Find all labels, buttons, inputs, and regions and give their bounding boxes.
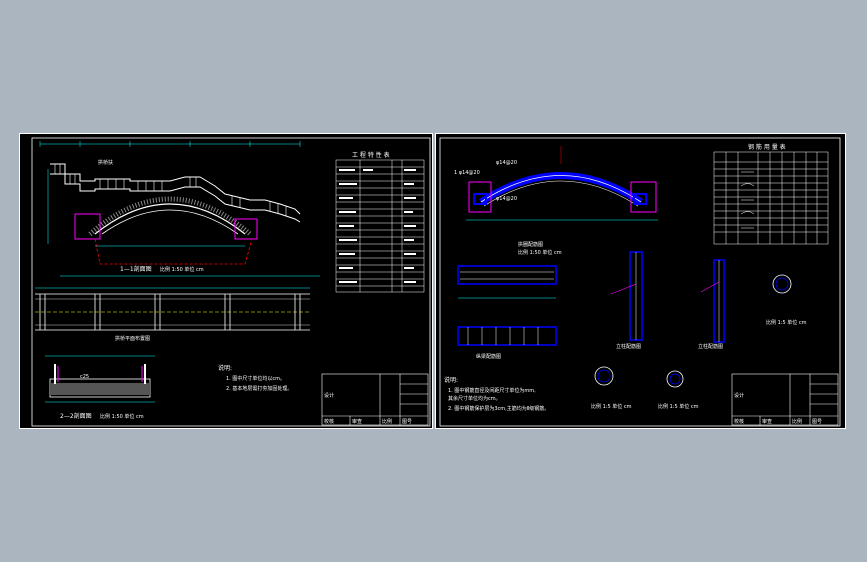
rebar-label-b: φ14@20 (496, 196, 517, 202)
title-block-left-cell-2: 校核 (324, 418, 334, 425)
rebar-section-details (594, 274, 792, 388)
engineering-table-text (339, 169, 416, 283)
elevation-caption: 1—1剖面图 (120, 265, 152, 273)
section-scale: 比例 1:50 单位 cm (100, 413, 144, 420)
left-sheet-drawing: 拱桥扶 1—1剖面图 比例 1:50 单位 cm 拱桥平面布置图 (31, 137, 431, 427)
title-block-left-cell-3: 审查 (352, 418, 362, 425)
rebar-quantity-table (713, 151, 829, 245)
title-block-left-cell-5: 图号 (402, 419, 412, 425)
section-label: c25 (80, 374, 89, 380)
rebar-label-a: φ14@20 (496, 160, 517, 166)
plan-caption: 拱桥平面布置图 (115, 335, 150, 342)
rebar-table-title: 钢 筋 用 量 表 (748, 143, 786, 151)
note-1-left: 1. 图中尺寸单位均以cm。 (226, 375, 285, 382)
right-sheet-drawing: 1 φ14@20 φ14@20 φ14@20 拱圈配筋图 比例 1:50 单位 … (439, 137, 841, 427)
engineering-table-title: 工 程 特 性 表 (352, 151, 390, 159)
title-block-right-cell-1: 设计 (734, 392, 744, 399)
circle-caption-a: 比例 1:5 单位 cm (766, 319, 807, 326)
section-caption: 2—2剖面图 (60, 412, 92, 420)
notes-title-left: 说明: (218, 364, 232, 372)
title-block-right (731, 373, 839, 426)
bridge-elevation (47, 163, 320, 277)
column-reinforcement-drawing (610, 251, 725, 343)
circle-caption-c: 比例 1:5 单位 cm (658, 403, 699, 410)
title-block-right-cell-2: 校核 (734, 418, 744, 425)
title-block-right-cell-3: 审查 (762, 418, 772, 425)
rebar-label-top: 1 φ14@20 (454, 170, 480, 176)
arch-caption: 拱圈配筋图 (518, 241, 543, 248)
note-2-right: 其余尺寸单位均为cm。 (448, 395, 501, 402)
drawing-sheet-right: 1 φ14@20 φ14@20 φ14@20 拱圈配筋图 比例 1:50 单位 … (435, 133, 846, 429)
note-1-right: 1. 图中钢筋直径及间距尺寸单位为mm, (448, 387, 536, 394)
circle-caption-b: 比例 1:5 单位 cm (591, 403, 632, 410)
notes-title-right: 说明: (444, 376, 458, 384)
title-block-right-cell-5: 图号 (812, 419, 822, 425)
bridge-label: 拱桥扶 (98, 159, 113, 166)
column-caption-b: 立柱配筋图 (698, 343, 723, 350)
title-block-left-cell-4: 比例 (382, 418, 392, 425)
title-block-left (321, 373, 429, 426)
arch-scale: 比例 1:50 单位 cm (518, 249, 562, 256)
title-block-right-cell-4: 比例 (792, 418, 802, 425)
note-3-right: 2. 图中钢筋保护层为3cm,主筋均为Ⅱ级钢筋。 (448, 405, 549, 412)
note-2-left: 2. 基本地层需打夯加固处理。 (226, 385, 292, 392)
beam-caption: 纵梁配筋图 (476, 353, 501, 360)
beam-reinforcement-drawing (457, 265, 557, 346)
arch-reinforcement-drawing (466, 146, 658, 221)
bridge-plan-view (35, 287, 310, 331)
drawing-sheet-left: 拱桥扶 1—1剖面图 比例 1:50 单位 cm 拱桥平面布置图 (19, 133, 433, 429)
column-caption-a: 立柱配筋图 (616, 343, 641, 350)
title-block-left-cell-1: 设计 (324, 392, 334, 399)
engineering-table (335, 159, 425, 293)
cross-section (45, 355, 155, 403)
top-dimension-line (39, 141, 301, 147)
elevation-scale: 比例 1:50 单位 cm (160, 266, 204, 273)
